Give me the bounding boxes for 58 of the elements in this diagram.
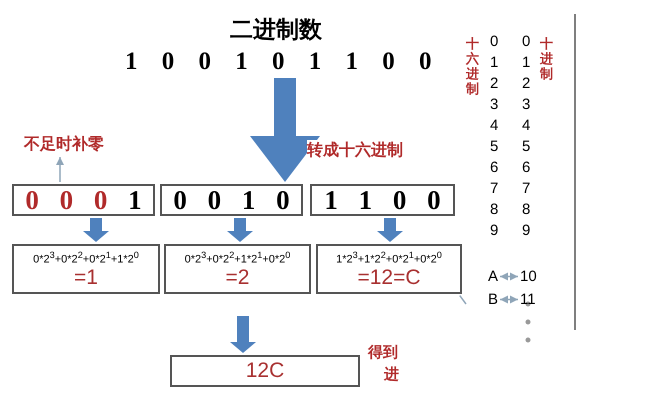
formula-box bbox=[164, 244, 311, 294]
note-text: 得到 bbox=[368, 344, 398, 362]
digit-group-box bbox=[160, 184, 303, 216]
digit-group: 0 0 0 1 bbox=[25, 184, 142, 216]
arrow bbox=[500, 296, 518, 304]
table-cell-text: 5 bbox=[490, 138, 498, 155]
table-cell-text: 2 bbox=[490, 75, 498, 92]
table-cell-text: 6 bbox=[490, 159, 498, 176]
note-text: 不足时补零 bbox=[24, 134, 104, 155]
table-cell-text: 8 bbox=[522, 201, 530, 218]
digit-group: 1 1 0 0 bbox=[324, 184, 441, 216]
table-cell-text: 7 bbox=[522, 180, 530, 197]
arrow bbox=[500, 272, 518, 280]
table-cell-text: 3 bbox=[490, 96, 498, 113]
block-arrow bbox=[377, 218, 403, 242]
result-box bbox=[170, 355, 360, 387]
table-cell-text: 2 bbox=[522, 75, 530, 92]
block-arrow bbox=[230, 316, 256, 353]
formula-box bbox=[12, 244, 160, 294]
formula-text: 0*2$^{3}$+0*2$^{2}$+0*2$^{1}$+1*2$^{0}$ bbox=[33, 248, 139, 266]
table-cell-text: 0 bbox=[490, 33, 498, 50]
arrow bbox=[56, 157, 64, 182]
table-cell-text: 4 bbox=[490, 117, 498, 134]
table-cell-text: 0 bbox=[522, 33, 530, 50]
binary-number: 1 0 0 1 0 1 1 0 0 bbox=[125, 48, 432, 76]
result-value: =12=C bbox=[357, 266, 421, 290]
block-arrow bbox=[227, 218, 253, 242]
formula-text: 0*2$^{3}$+0*2$^{2}$+1*2$^{1}$+0*2$^{0}$ bbox=[184, 248, 290, 266]
table-cell-text: 9 bbox=[490, 222, 498, 239]
column-header: 十进制 bbox=[540, 36, 554, 81]
result-value: 12C bbox=[246, 359, 284, 383]
table-cell-text: 10 bbox=[520, 268, 537, 285]
table-cell-text: 4 bbox=[522, 117, 530, 134]
table-cell-text: 8 bbox=[490, 201, 498, 218]
result-value: =2 bbox=[226, 266, 250, 290]
formula-text: 1*2$^{3}$+1*2$^{2}$+0*2$^{1}$+0*2$^{0}$ bbox=[336, 248, 442, 266]
table-cell-text: 3 bbox=[522, 96, 530, 113]
note-text: 进 bbox=[384, 365, 399, 384]
table-cell-text: A bbox=[488, 268, 498, 285]
table-cell-text: 11 bbox=[520, 291, 536, 308]
edge-label: 转成十六进制 bbox=[307, 140, 403, 161]
table-cell-text: B bbox=[488, 291, 498, 308]
table-cell-text: 6 bbox=[522, 159, 530, 176]
digit-group-box bbox=[12, 184, 155, 216]
table-cell-text: 7 bbox=[490, 180, 498, 197]
digit-group-box bbox=[310, 184, 455, 216]
formula-box bbox=[316, 244, 462, 294]
digit-group: 0 0 1 0 bbox=[173, 184, 290, 216]
block-arrow bbox=[250, 78, 320, 182]
table-cell-text: 9 bbox=[522, 222, 530, 239]
table-cell-text: 1 bbox=[522, 54, 530, 71]
connector-line bbox=[459, 295, 467, 304]
table-cell-text: 1 bbox=[490, 54, 498, 71]
block-arrow bbox=[83, 218, 109, 242]
table-cell-text: 5 bbox=[522, 138, 530, 155]
result-value: =1 bbox=[74, 266, 98, 290]
title: 二进制数 bbox=[230, 16, 322, 44]
column-header: 十六进制 bbox=[466, 36, 480, 96]
